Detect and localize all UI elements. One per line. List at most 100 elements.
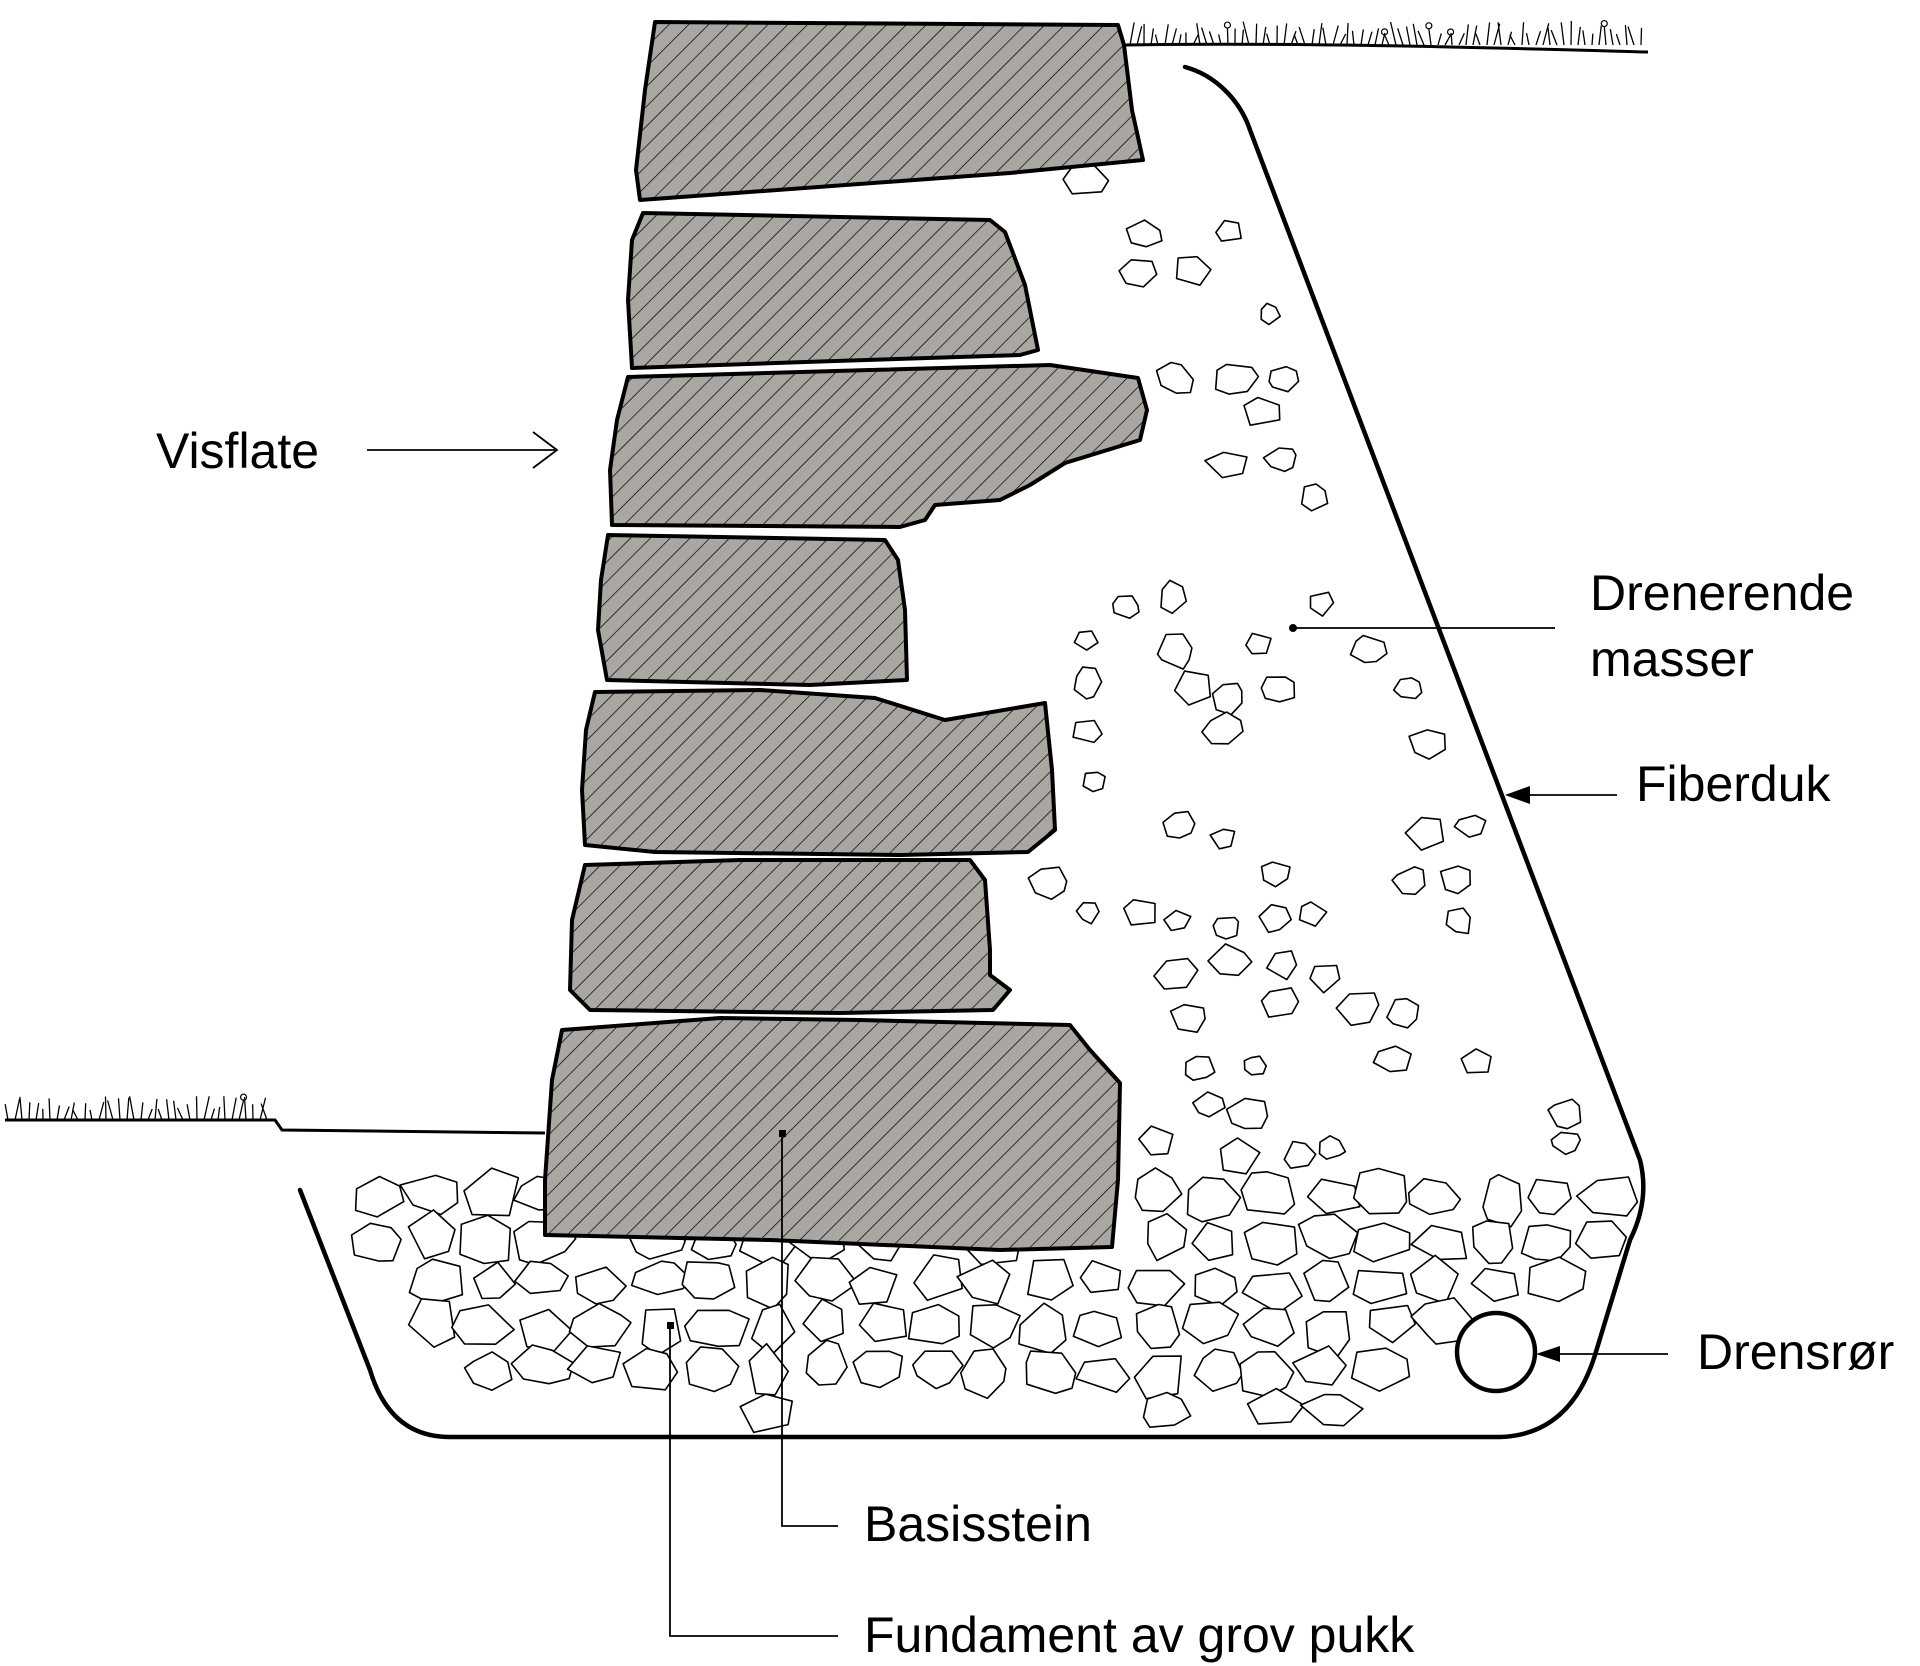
pebble xyxy=(1392,677,1423,700)
grass-blade xyxy=(147,1108,153,1121)
pebble xyxy=(1207,943,1253,977)
gravel-stone xyxy=(1194,1267,1238,1307)
grass-blade xyxy=(260,1103,268,1121)
grass-blade xyxy=(1262,26,1267,46)
gravel-stone xyxy=(1292,1345,1347,1386)
grass-blade xyxy=(1283,23,1288,46)
gravel-stone xyxy=(685,1346,740,1393)
grass-blade xyxy=(1196,23,1201,46)
grass-blade xyxy=(1293,34,1299,46)
gravel-stone xyxy=(1127,1269,1186,1307)
pebble xyxy=(1125,219,1163,248)
grass-blade xyxy=(1381,32,1386,46)
label-drensror: Drensrør xyxy=(1697,1324,1894,1380)
wall-stone-1 xyxy=(634,20,1145,202)
pebble xyxy=(1163,909,1192,932)
wall-stone-5 xyxy=(580,688,1057,857)
gravel-stone xyxy=(1306,1178,1361,1215)
draining-masses-pebbles xyxy=(1027,162,1582,1175)
gravel-stone xyxy=(745,1256,789,1310)
grass-blade xyxy=(107,1100,114,1121)
grass-blade xyxy=(1615,33,1621,46)
gravel-stone xyxy=(1133,1355,1182,1400)
drainage-pipe xyxy=(1454,1310,1538,1394)
label-drenerende-line1: Drenerende xyxy=(1590,565,1854,621)
grass-blade xyxy=(19,1096,23,1121)
gravel-stone xyxy=(805,1339,848,1386)
grass-left xyxy=(4,1093,268,1121)
pebble xyxy=(1245,632,1272,655)
pebble xyxy=(1318,1135,1347,1160)
gravel-stone xyxy=(450,1304,515,1345)
grass-blade xyxy=(140,1102,144,1121)
pebble xyxy=(1260,676,1296,703)
labels: Visflate Drenerende masser Fiberduk Dren… xyxy=(156,423,1894,1663)
gravel-stone xyxy=(848,1266,898,1305)
grass-blade xyxy=(1397,28,1404,46)
grass-blade xyxy=(1311,29,1315,46)
pebble xyxy=(1550,1131,1582,1156)
pebble xyxy=(1214,363,1260,395)
grass-blade xyxy=(1521,22,1525,46)
pebble xyxy=(1404,816,1445,851)
pebble xyxy=(1243,1055,1267,1076)
grass-blade xyxy=(1497,22,1502,46)
gravel-stone xyxy=(956,1259,1011,1305)
gravel-stone xyxy=(459,1214,512,1265)
gravel-stone xyxy=(399,1174,459,1216)
gravel-stone xyxy=(1575,1176,1639,1217)
gravel-stone xyxy=(1075,1357,1131,1394)
gravel-stone xyxy=(1527,1256,1587,1303)
gravel-stone xyxy=(802,1298,845,1343)
grass-blade xyxy=(1389,21,1397,46)
grass-blade xyxy=(1465,24,1469,46)
gravel-stone xyxy=(407,1209,456,1260)
grass-blade xyxy=(1367,31,1373,46)
grass-blade xyxy=(1242,21,1250,46)
grass-blade xyxy=(1472,25,1478,46)
pebble xyxy=(1075,901,1100,925)
gravel-stone xyxy=(1527,1178,1572,1216)
leader-lines xyxy=(367,431,1668,1637)
gravel-stone xyxy=(1303,1259,1350,1303)
grass-blade xyxy=(1475,33,1481,46)
grass-blade xyxy=(1218,34,1222,46)
grass-blade xyxy=(173,1100,177,1121)
gravel-stone xyxy=(1407,1177,1462,1216)
grass-blade xyxy=(1535,30,1542,46)
gravel-stone xyxy=(1242,1307,1295,1347)
wall-stone-6 xyxy=(568,858,1012,1015)
pebble xyxy=(1460,1048,1492,1074)
grass-blade xyxy=(1226,28,1229,46)
gravel-stone xyxy=(1471,1220,1514,1265)
pebble xyxy=(1192,1091,1226,1118)
pebble xyxy=(1439,865,1471,895)
label-drenerende-line2: masser xyxy=(1590,631,1754,687)
gravel-stone xyxy=(1239,1350,1295,1398)
gravel-stone xyxy=(1353,1222,1411,1263)
pebble xyxy=(1027,866,1068,901)
grass-flower xyxy=(1380,28,1389,36)
gravel-stone xyxy=(739,1393,794,1434)
grass-blade xyxy=(1405,26,1411,46)
pebble xyxy=(1260,987,1300,1018)
grass-blade xyxy=(48,1098,51,1121)
grass-blade xyxy=(1550,29,1558,46)
gravel-stone xyxy=(1368,1304,1416,1344)
grass-top-right xyxy=(1129,19,1643,46)
pebble xyxy=(1215,219,1242,242)
grass-blade xyxy=(1547,27,1551,46)
grass-blade xyxy=(1627,26,1635,46)
pebble xyxy=(1260,861,1291,888)
label-fundament: Fundament av grov pukk xyxy=(864,1607,1415,1663)
gravel-stone xyxy=(513,1260,570,1295)
gravel-stone xyxy=(641,1308,682,1356)
grass-blade xyxy=(243,1096,247,1121)
gravel-stone xyxy=(1072,1310,1123,1348)
gravel-stone xyxy=(913,1254,963,1302)
pebble xyxy=(1156,633,1193,670)
grass-blade xyxy=(203,1096,210,1121)
gravel-stone xyxy=(622,1347,679,1391)
grass-blade xyxy=(1412,23,1418,46)
grass-blade xyxy=(128,1096,135,1121)
